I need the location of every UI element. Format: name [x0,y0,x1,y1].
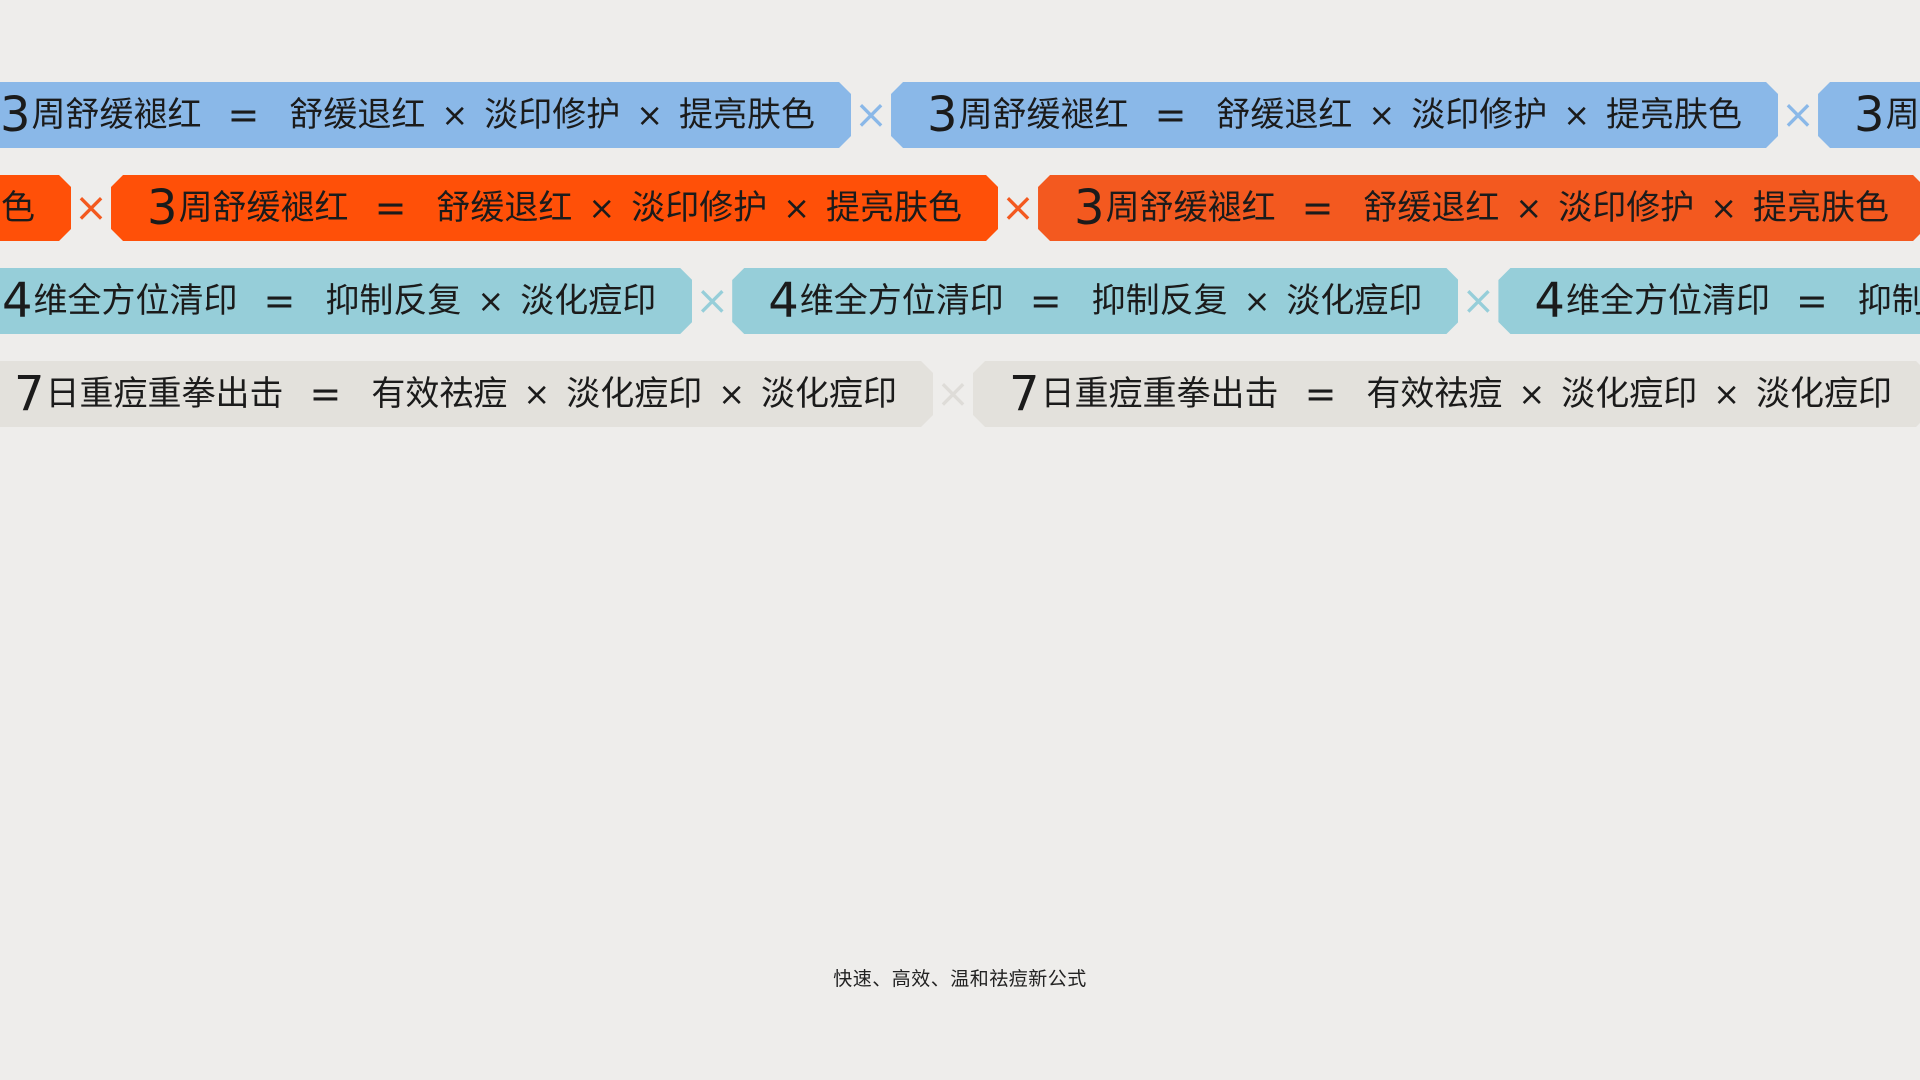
separator-x-icon: × [1461,278,1496,324]
equals-sign: = [263,279,296,323]
formula-title: 周舒缓褪红 [31,95,202,135]
equals-sign: = [1301,186,1334,230]
formula-number: 3 [147,180,177,236]
formula-term: 舒缓退红 [1216,95,1353,135]
formula-term: 淡印修护 [1558,188,1695,228]
formula-term: 抑制反复 [1091,281,1228,321]
formula-term: 淡印修护 [631,188,768,228]
formula-pill: 3 周舒缓褪红 = 舒缓退红 × 淡印修护 × 提亮肤色 [891,82,1778,148]
formula-term: 抑制反复 [1857,281,1920,321]
formula-term: 有效祛痘 [1366,374,1503,414]
separator-x-icon: × [854,92,888,138]
formula-term: 提亮肤色 [1753,188,1890,228]
multiply-sign: × [1243,282,1271,320]
formula-track-3: 4 维全方位清印 = 抑制反复 × 淡化痘印 × 4 维全方位清印 = 抑制反复… [0,268,1920,334]
equals-sign: = [309,372,342,416]
formula-term: 舒缓退红 [289,95,426,135]
multiply-sign: × [1368,96,1396,134]
formula-pill: 4 维全方位清印 = 抑制反复 × 淡化痘印 [732,268,1458,334]
formula-term: 抑制反复 [325,281,462,321]
formula-title: 维全方位清印 [799,281,1004,321]
formula-term: 提亮肤色 [1,188,36,228]
formula-pill: 7 日重痘重拳出击 = 有效祛痘 × 淡化痘印 × 淡化痘印 [0,361,933,427]
multiply-sign: × [636,96,664,134]
formula-number: 7 [1009,366,1039,422]
formula-number: 3 [1074,180,1104,236]
formula-row-2: 3 周舒缓褪红 = 舒缓退红 × 淡印修护 × 提亮肤色 × 3 周舒缓褪红 =… [0,175,1920,241]
formula-term: 提亮肤色 [826,188,963,228]
separator-x-icon: × [1781,92,1815,138]
formula-term: 淡化痘印 [1561,374,1698,414]
multiply-sign: × [783,189,811,227]
formula-pill: 3 周舒缓褪红 = 舒缓退红 [1818,82,1920,148]
formula-term: 淡化痘印 [520,281,657,321]
separator-x-icon: × [695,278,729,324]
formula-number: 4 [768,273,798,329]
multiply-sign: × [477,282,505,320]
equals-sign: = [1154,93,1187,137]
formula-term: 舒缓退红 [1363,188,1500,228]
formula-pill: 3 周舒缓褪红 = 舒缓退红 × 淡印修护 × 提亮肤色 [111,175,998,241]
formula-title: 周舒缓褪红 [1885,95,1920,135]
formula-term: 淡化痘印 [1756,374,1893,414]
formula-number: 4 [1534,273,1564,329]
formula-title: 日重痘重拳出击 [1040,374,1279,414]
separator-x-icon: × [936,371,970,417]
formula-title: 周舒缓褪红 [1105,188,1276,228]
formula-term: 淡印修护 [1411,95,1548,135]
formula-row-4: 7 日重痘重拳出击 = 有效祛痘 × 淡化痘印 × 淡化痘印 × 7 日重痘重拳… [0,361,1920,427]
equals-sign: = [1795,279,1828,323]
multiply-sign: × [523,375,551,413]
formula-term: 淡化痘印 [566,374,703,414]
formula-title: 周舒缓褪红 [958,95,1129,135]
formula-pill: 4 维全方位清印 = 抑制反复 × 淡化痘印 [1498,268,1920,334]
formula-title: 日重痘重拳出击 [45,374,284,414]
multiply-sign: × [441,96,469,134]
formula-term: 有效祛痘 [371,374,508,414]
formula-title: 维全方位清印 [33,281,238,321]
formula-number: 4 [2,273,32,329]
separator-x-icon: × [1001,185,1035,231]
formula-term: 淡化痘印 [761,374,898,414]
formula-pill: 7 日重痘重拳出击 = 有效祛痘 × 淡化痘印 × 淡化痘印 [973,361,1920,427]
formula-term: 提亮肤色 [1606,95,1743,135]
formula-term: 舒缓退红 [436,188,573,228]
formula-pill: 3 周舒缓褪红 = 舒缓退红 × 淡印修护 × 提亮肤色 [0,175,71,241]
formula-row-1: 3 周舒缓褪红 = 舒缓退红 × 淡印修护 × 提亮肤色 × 3 周舒缓褪红 =… [0,82,1920,148]
formula-term: 淡印修护 [484,95,621,135]
formula-pill: 3 周舒缓褪红 = 舒缓退红 × 淡印修护 × 提亮肤色 [1038,175,1920,241]
separator-x-icon: × [74,185,108,231]
formula-row-3: 4 维全方位清印 = 抑制反复 × 淡化痘印 × 4 维全方位清印 = 抑制反复… [0,268,1920,334]
formula-title: 维全方位清印 [1565,281,1770,321]
formula-term: 淡化痘印 [1286,281,1423,321]
formula-pill: 3 周舒缓褪红 = 舒缓退红 × 淡印修护 × 提亮肤色 [0,82,851,148]
formula-number: 7 [14,366,44,422]
equals-sign: = [227,93,260,137]
tagline-caption: 快速、高效、温和祛痘新公式 [833,968,1087,990]
multiply-sign: × [588,189,616,227]
equals-sign: = [1304,372,1337,416]
equals-sign: = [1029,279,1062,323]
formula-track-4: 7 日重痘重拳出击 = 有效祛痘 × 淡化痘印 × 淡化痘印 × 7 日重痘重拳… [0,361,1920,427]
formula-title: 周舒缓褪红 [178,188,349,228]
formula-track-2: 3 周舒缓褪红 = 舒缓退红 × 淡印修护 × 提亮肤色 × 3 周舒缓褪红 =… [0,175,1920,241]
formula-number: 3 [927,87,957,143]
multiply-sign: × [718,375,746,413]
multiply-sign: × [1710,189,1738,227]
formula-term: 提亮肤色 [679,95,816,135]
multiply-sign: × [1563,96,1591,134]
formula-number: 3 [1854,87,1884,143]
multiply-sign: × [1518,375,1546,413]
multiply-sign: × [1713,375,1741,413]
formula-pill: 4 维全方位清印 = 抑制反复 × 淡化痘印 [0,268,692,334]
equals-sign: = [374,186,407,230]
multiply-sign: × [1515,189,1543,227]
formula-number: 3 [0,87,30,143]
formula-track-1: 3 周舒缓褪红 = 舒缓退红 × 淡印修护 × 提亮肤色 × 3 周舒缓褪红 =… [0,82,1920,148]
